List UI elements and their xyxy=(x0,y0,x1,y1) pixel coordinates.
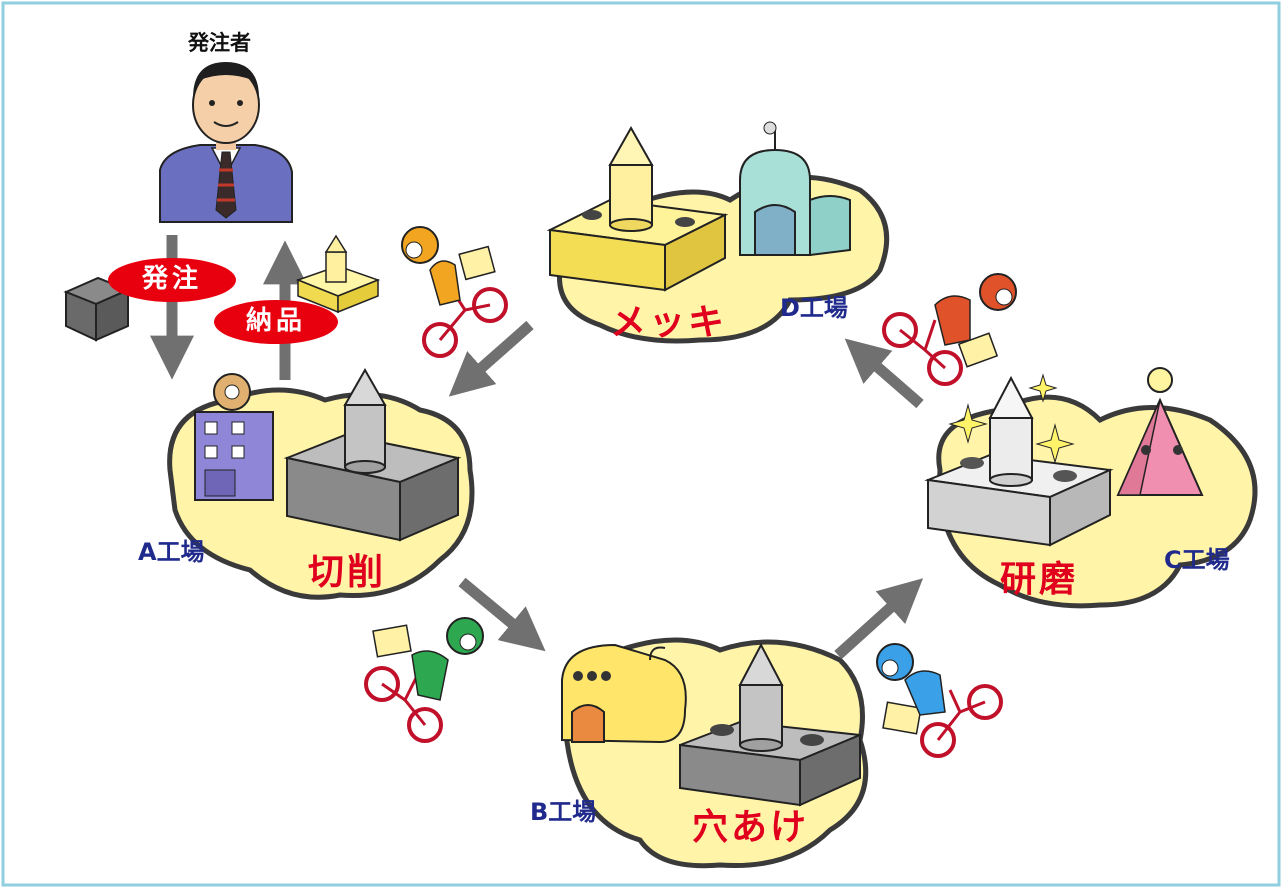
courier-green xyxy=(364,617,484,743)
process-flow-arrows xyxy=(448,320,924,660)
delivered-part xyxy=(295,234,381,314)
factory-b-island xyxy=(561,637,869,869)
orderer-figure xyxy=(159,62,293,223)
order-pill-label: 発注 xyxy=(141,264,202,294)
factory-a-island xyxy=(167,367,475,600)
process-cutting-label: 切削 xyxy=(308,552,387,593)
process-polishing-label: 研磨 xyxy=(1000,559,1079,600)
factory-c-label: C工場 xyxy=(1164,546,1230,574)
process-drilling-label: 穴あけ xyxy=(692,807,810,848)
factory-d-island xyxy=(546,121,890,344)
arrow-a-to-b xyxy=(458,577,546,652)
arrow-b-to-c xyxy=(834,578,924,660)
delivery-pill xyxy=(214,300,338,344)
arrow-d-to-a xyxy=(448,320,534,397)
arrow-c-to-d xyxy=(844,338,924,409)
courier-blue xyxy=(876,643,1003,758)
courier-red xyxy=(882,273,1017,386)
process-plating-label: メッキ xyxy=(610,302,728,343)
delivery-pill-label: 納品 xyxy=(245,306,306,336)
factory-a-label: A工場 xyxy=(138,538,205,566)
order-pill xyxy=(108,258,236,302)
factory-c-island xyxy=(924,367,1258,609)
factory-b-label: B工場 xyxy=(530,798,597,826)
orderer-label: 発注者 xyxy=(188,31,251,55)
factory-d-label: D工場 xyxy=(780,294,848,322)
courier-orange xyxy=(401,226,508,358)
